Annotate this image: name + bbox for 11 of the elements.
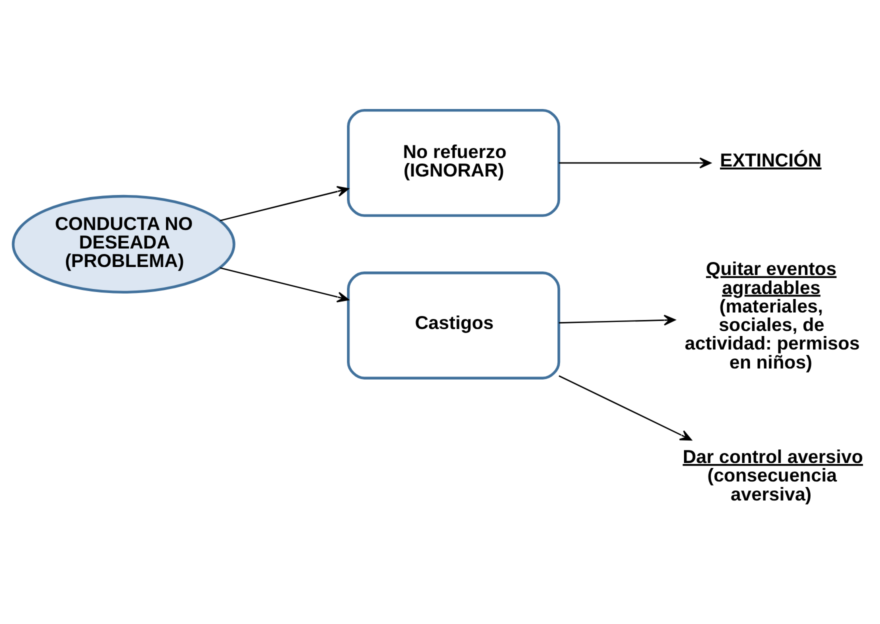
node-ellipse: CONDUCTA NO DESEADA (PROBLEMA) (12, 194, 236, 294)
arrow (220, 266, 349, 302)
arrow (220, 186, 349, 221)
node-box: Castigos (347, 271, 560, 379)
arrow (558, 157, 712, 168)
node-box: No refuerzo (IGNORAR) (347, 108, 560, 216)
arrow (558, 374, 692, 440)
node-text: Dar control aversivo (consecuencia aversiva) (682, 445, 863, 504)
node-text: EXTINCIÓN (720, 149, 822, 170)
node-text: Quitar eventos agradables (materiales, sociales, de actividad: permisos en niños) (684, 258, 860, 372)
arrow (558, 314, 676, 326)
